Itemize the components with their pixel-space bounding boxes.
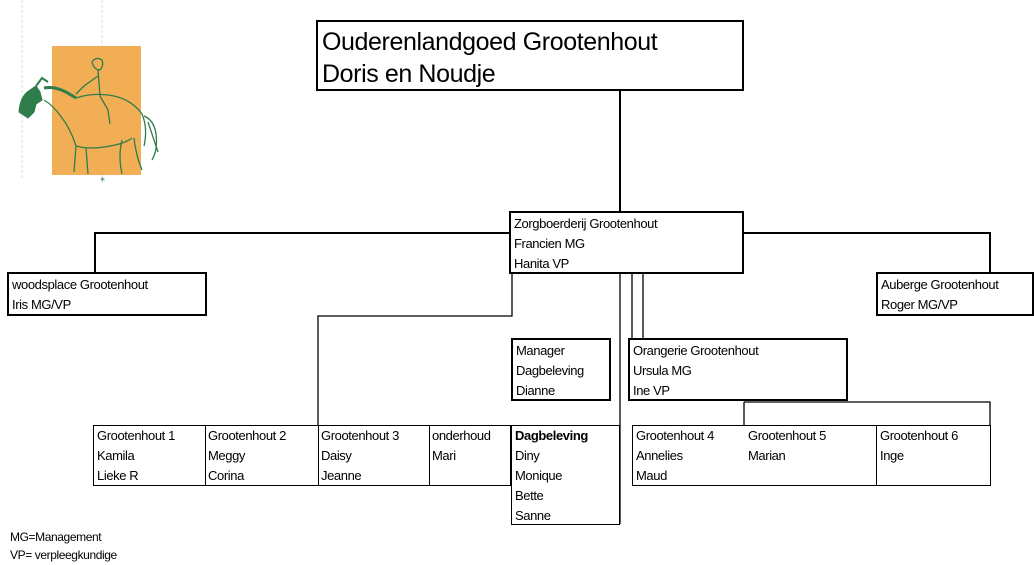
units-dagbeleving-box xyxy=(511,425,620,525)
unit-grootenhout-5: Grootenhout 5 Marian xyxy=(748,426,826,466)
org-title: Ouderenlandgoed Grootenhout xyxy=(322,28,658,56)
unit-person: Daisy xyxy=(321,448,352,463)
orangerie-box: Orangerie Grootenhout Ursula MG Ine VP xyxy=(628,338,848,401)
unit-person: Meggy xyxy=(208,448,246,463)
branch-line-right-units xyxy=(744,401,991,425)
woodsplace-box: woodsplace Grootenhout Iris MG/VP xyxy=(7,272,207,316)
orangerie-title: Orangerie Grootenhout xyxy=(633,343,759,358)
unit-name: Grootenhout 6 xyxy=(880,428,958,443)
unit-person: Lieke R xyxy=(97,468,139,483)
unit-person: Sanne xyxy=(515,508,551,523)
divider-g2-g3 xyxy=(318,425,319,486)
woodsplace-title: woodsplace Grootenhout xyxy=(12,277,148,292)
zorgboerderij-box: Zorgboerderij Grootenhout Francien MG Ha… xyxy=(509,211,744,274)
unit-person: Corina xyxy=(208,468,244,483)
legend-mg: MG=Management xyxy=(10,530,102,544)
divider-g1-g2 xyxy=(205,425,206,486)
horse-rider-logo: * xyxy=(18,0,159,187)
unit-person: Maud xyxy=(636,468,667,483)
manager-dept: Dagbeleving xyxy=(516,363,584,378)
manager-label: Manager xyxy=(516,343,565,358)
unit-grootenhout-3: Grootenhout 3 Daisy Jeanne xyxy=(321,426,399,486)
orangerie-manager: Ursula MG xyxy=(633,363,692,378)
unit-person: Inge xyxy=(880,448,904,463)
auberge-manager: Roger MG/VP xyxy=(881,297,958,312)
manager-person: Dianne xyxy=(516,383,555,398)
unit-grootenhout-1: Grootenhout 1 Kamila Lieke R xyxy=(97,426,175,486)
woodsplace-manager: Iris MG/VP xyxy=(12,297,71,312)
divider-g5-g6 xyxy=(876,425,877,486)
branch-line-left-units xyxy=(317,274,513,425)
unit-grootenhout-2: Grootenhout 2 Meggy Corina xyxy=(208,426,286,486)
manager-dagbeleving-box: Manager Dagbeleving Dianne xyxy=(511,338,611,401)
logo-orange-square xyxy=(52,46,141,175)
unit-onderhoud: onderhoud Mari xyxy=(432,426,491,466)
legend-vp: VP= verpleegkundige xyxy=(10,548,117,562)
unit-person: Monique xyxy=(515,468,563,483)
unit-person: Diny xyxy=(515,448,540,463)
unit-person: Marian xyxy=(748,448,786,463)
branch-line-woodsplace xyxy=(94,232,510,272)
org-subtitle: Doris en Noudje xyxy=(322,60,496,88)
unit-name: Grootenhout 3 xyxy=(321,428,399,443)
unit-name: Grootenhout 1 xyxy=(97,428,175,443)
units-right-group xyxy=(632,425,991,486)
unit-name: Grootenhout 4 xyxy=(636,428,714,443)
unit-name: Dagbeleving xyxy=(515,428,588,443)
legend: MG=Management VP= verpleegkundige xyxy=(10,528,117,564)
unit-person: Mari xyxy=(432,448,456,463)
unit-person: Jeanne xyxy=(321,468,362,483)
orangerie-nurse: Ine VP xyxy=(633,383,670,398)
branch-line-auberge xyxy=(742,232,991,272)
divider-g3-onderhoud xyxy=(429,425,430,486)
zorg-nurse: Hanita VP xyxy=(514,256,569,271)
unit-person: Bette xyxy=(515,488,544,503)
unit-person: Annelies xyxy=(636,448,683,463)
zorg-title: Zorgboerderij Grootenhout xyxy=(514,216,658,231)
unit-name: onderhoud xyxy=(432,428,491,443)
unit-grootenhout-6: Grootenhout 6 Inge xyxy=(880,426,958,466)
top-org-box: Ouderenlandgoed Grootenhout Doris en Nou… xyxy=(316,20,744,91)
units-left-group xyxy=(93,425,511,486)
unit-name: Grootenhout 5 xyxy=(748,428,826,443)
auberge-box: Auberge Grootenhout Roger MG/VP xyxy=(876,272,1034,316)
svg-text:*: * xyxy=(100,176,105,187)
auberge-title: Auberge Grootenhout xyxy=(881,277,999,292)
unit-dagbeleving: Dagbeleving Diny Monique Bette Sanne xyxy=(515,426,588,526)
zorg-manager: Francien MG xyxy=(514,236,585,251)
unit-grootenhout-4: Grootenhout 4 Annelies Maud xyxy=(636,426,714,486)
unit-person: Kamila xyxy=(97,448,135,463)
unit-name: Grootenhout 2 xyxy=(208,428,286,443)
